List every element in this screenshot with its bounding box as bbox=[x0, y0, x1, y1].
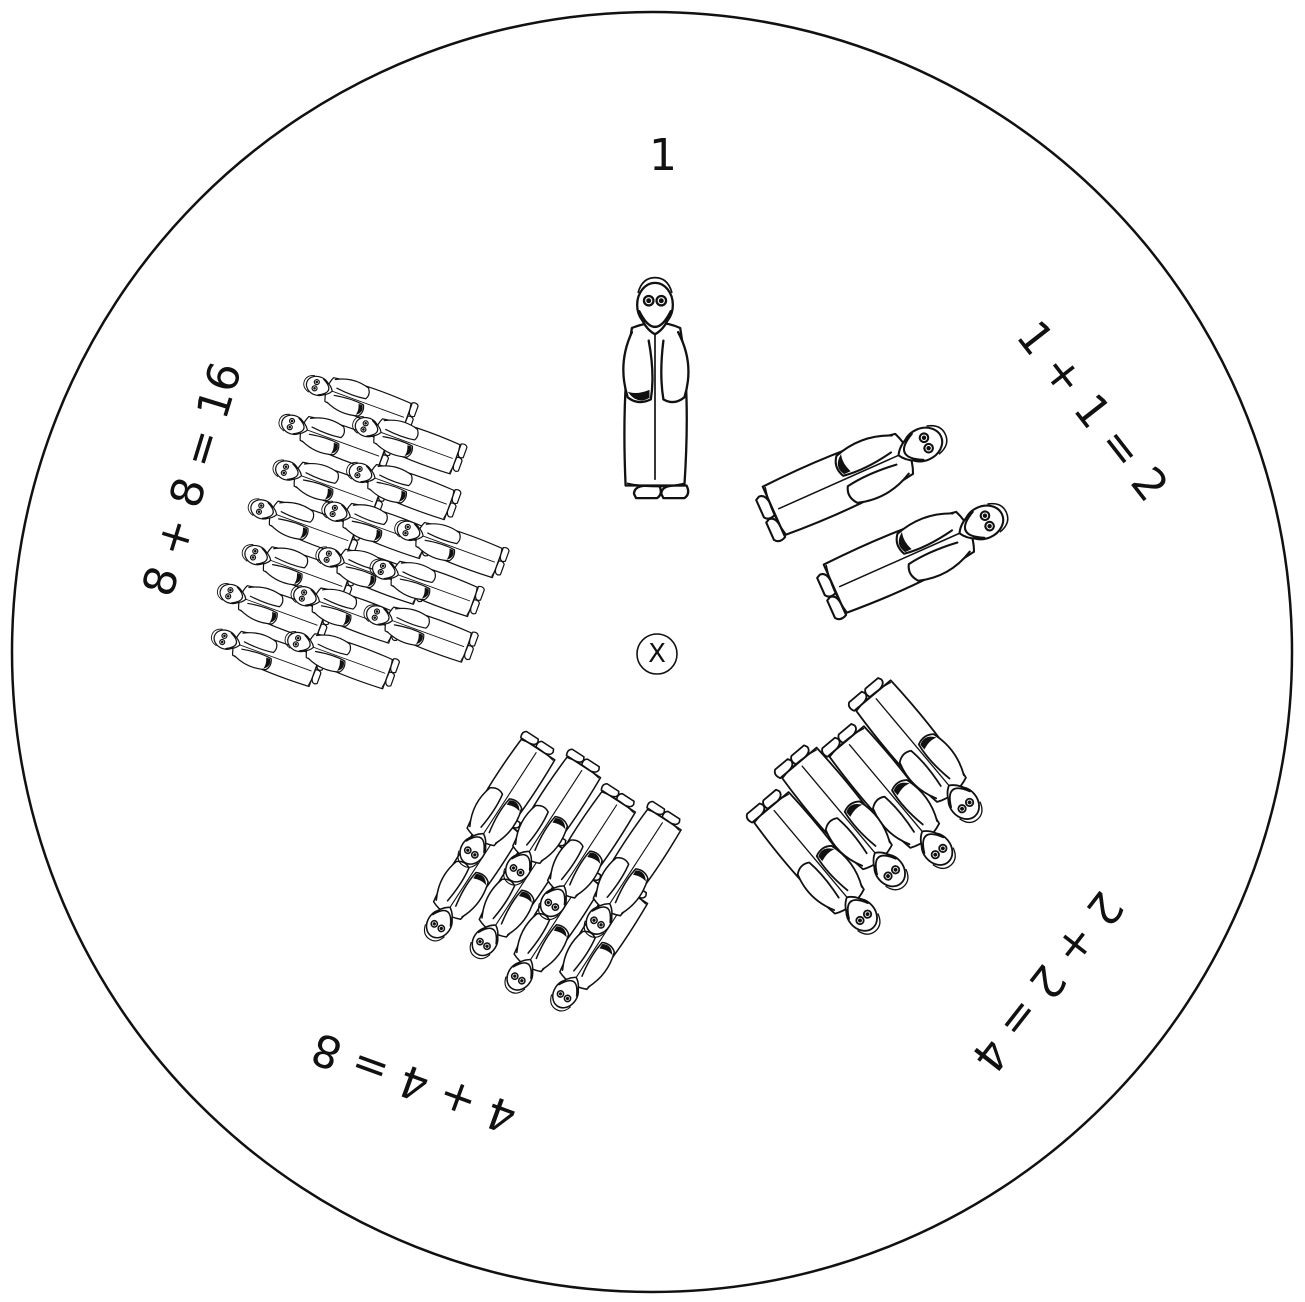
center-mark: X bbox=[637, 634, 677, 674]
center-mark-label: X bbox=[648, 639, 666, 669]
segment-1-label: 1 bbox=[649, 130, 677, 181]
